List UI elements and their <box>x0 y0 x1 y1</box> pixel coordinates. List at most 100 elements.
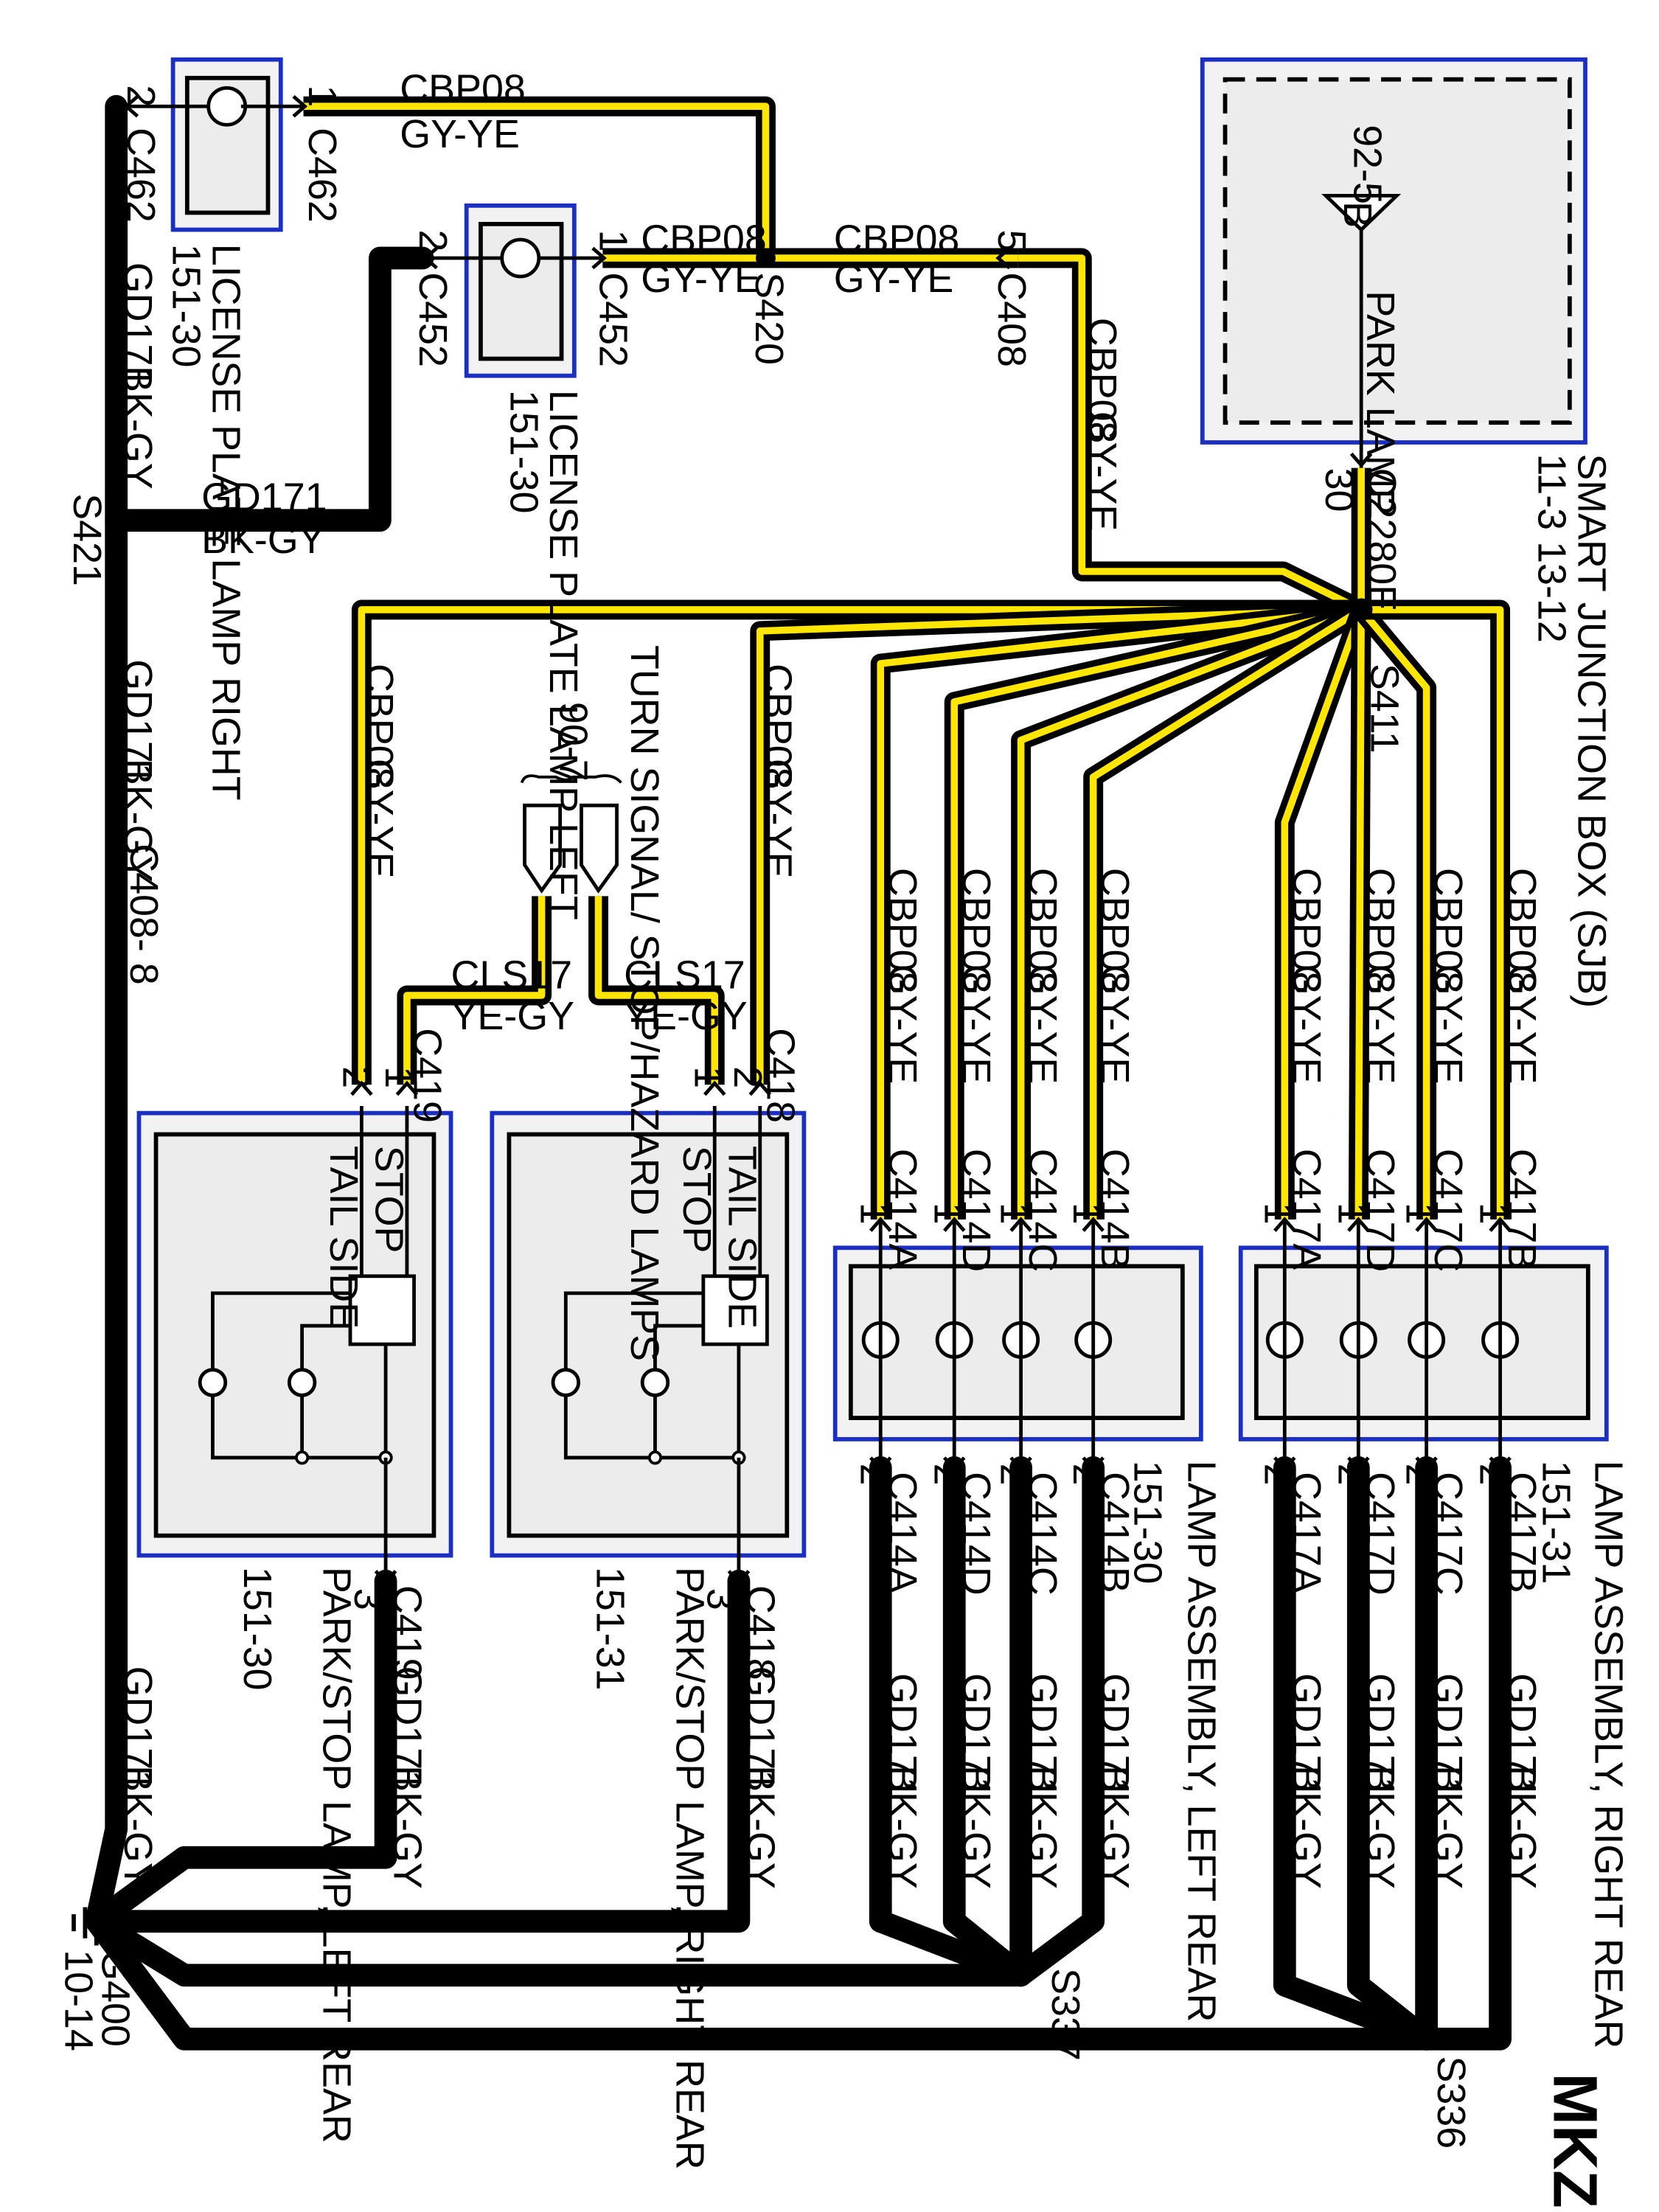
conn-c417a-bot: C417A <box>1284 1472 1329 1593</box>
pin-c462-2: 2 <box>119 85 163 107</box>
pin-c417c-2: 2 <box>1398 1464 1442 1486</box>
asm-rr-name: LAMP ASSEMBLY, RIGHT REAR <box>1586 1461 1630 2049</box>
wire-label-gd-c419: GD171 <box>386 1666 430 1792</box>
wire-label-gyye-c419: GY-YE <box>357 759 401 879</box>
conn-c417d-top: C417D <box>1358 1149 1402 1273</box>
pin-c414a-2: 2 <box>852 1464 896 1486</box>
wire-label-bkgy-left-top: BK-GY <box>116 366 160 490</box>
lp-right-ref: 151-30 <box>164 244 209 368</box>
wire-label-gd-417a: GD171 <box>1284 1673 1329 1799</box>
wire-label-gd-414a: GD171 <box>880 1673 925 1799</box>
wire-label-yegy-right: YE-GY <box>624 994 748 1038</box>
wire-label-gyye-c408: GY-YE <box>1080 411 1124 532</box>
wire-label-gyye-c418: GY-YE <box>756 759 800 879</box>
license-plate-lamp-left <box>464 203 577 378</box>
park-lr-tail: TAIL SIDE <box>321 1146 366 1329</box>
wire-label-gyye-mid-left: GY-YE <box>641 257 761 301</box>
park-rr-name: PARK/STOP LAMP, RIGHT REAR <box>667 1567 712 2170</box>
pin-c414d-1: 1 <box>925 1203 970 1225</box>
wire-label-bkgy-414c: BK-GY <box>1020 1765 1065 1889</box>
wire-label-gd-414d: GD171 <box>954 1673 998 1799</box>
lamp-assembly-left-rear <box>832 1245 1203 1441</box>
wire-label-bkgy-left-mid: BK-GY <box>116 759 160 883</box>
assembly-leads <box>125 104 1503 1574</box>
conn-c414b-top: C414B <box>1093 1149 1137 1270</box>
pin-c419-2: 2 <box>334 1066 378 1088</box>
wire-label-gyye-414d: GY-YE <box>954 964 998 1085</box>
wire-label-gyye-mid-right: GY-YE <box>834 257 954 301</box>
pin-c417a-1: 1 <box>1256 1203 1300 1225</box>
pin-c414c-1: 1 <box>992 1203 1037 1225</box>
pin-c417a-2: 2 <box>1256 1464 1300 1486</box>
splice-s337-dot <box>1009 1964 1032 1987</box>
conn-c452: C452 <box>411 272 455 367</box>
wire-label-cbp-top: CBP08 <box>400 66 526 111</box>
wire-label-cbp-414b: CBP08 <box>1093 868 1137 994</box>
wire-label-bkgy-417d: BK-GY <box>1358 1765 1402 1889</box>
wire-label-yegy-left: YE-GY <box>451 994 575 1038</box>
sjb-circuit: PARK LAMP <box>1358 291 1402 515</box>
splice-s411-dot <box>1349 598 1373 622</box>
sjb-diode-ref: 92-5 <box>1346 125 1390 204</box>
wire-label-cbp-414c: CBP08 <box>1020 868 1065 994</box>
ground-name: G400 <box>93 1950 137 2047</box>
asm-rr-ref: 151-31 <box>1534 1461 1578 1585</box>
pin-c414c-2: 2 <box>992 1464 1037 1486</box>
pin-c417d-2: 2 <box>1329 1464 1374 1486</box>
splice-s420: S420 <box>747 272 791 365</box>
splice-s336: S336 <box>1429 2056 1473 2149</box>
wire-label-bkgy-c418: BK-GY <box>738 1765 782 1889</box>
wire-label-bkgy-417b: BK-GY <box>1500 1765 1544 1889</box>
pin-c414b-1: 1 <box>1065 1203 1109 1225</box>
sjb-box <box>1200 57 1587 468</box>
conn-c417b-top: C417B <box>1500 1149 1544 1270</box>
wire-label-cbp-c418: CBP08 <box>756 664 800 790</box>
pin-c462-1: 1 <box>300 85 344 107</box>
asm-lr-name: LAMP ASSEMBLY, LEFT REAR <box>1180 1461 1224 2023</box>
wire-label-cbp-417b: CBP08 <box>1500 868 1544 994</box>
pin-c418-3: 3 <box>699 1588 743 1610</box>
conn-c414d-bot: C414D <box>954 1472 998 1596</box>
wire-label-cbp-417c: CBP08 <box>1426 868 1470 994</box>
conn-c462: C462 <box>119 128 163 223</box>
turn-ref: 90-7 <box>552 702 596 782</box>
park-lr-name: PARK/STOP LAMP, LEFT REAR <box>314 1567 358 2143</box>
conn-c414a-top: C414A <box>880 1149 925 1270</box>
conn-c414d-top: C414D <box>954 1149 998 1273</box>
sjb-pin: 30 <box>1317 468 1361 512</box>
wire-label-bkgy-414a: BK-GY <box>880 1765 925 1889</box>
model-title: MKZ <box>1541 2073 1611 2208</box>
wire-label-cls-left: CLS17 <box>451 953 573 997</box>
conn-c408-8: C408- 8 <box>122 844 166 985</box>
wire-label-bkgy-s421: BK-GY <box>201 518 325 562</box>
wire-label-gyye-top: GY-YE <box>400 112 520 156</box>
lp-left-name: LICENSE PLATE LAMP LEFT <box>541 390 585 920</box>
wire-label-bkgy-c419: BK-GY <box>386 1765 430 1889</box>
wire-label-bkgy-417a: BK-GY <box>1284 1765 1329 1889</box>
park-lr-stop: STOP <box>367 1146 411 1253</box>
sjb-diode-letter: B <box>1335 201 1380 228</box>
wire-label-cbp-mid-right: CBP08 <box>834 217 960 261</box>
asm-lr-ref: 151-30 <box>1125 1461 1169 1585</box>
splice-s420-dot <box>756 248 776 268</box>
pin-c418-2: 2 <box>726 1066 770 1088</box>
wire-label-gyye-414b: GY-YE <box>1093 964 1137 1085</box>
splice-s421: S421 <box>65 493 109 586</box>
conn-c414b-bot: C414B <box>1093 1472 1137 1593</box>
pin-c417b-1: 1 <box>1472 1203 1516 1225</box>
wire-label-gd-left-bot: GD171 <box>116 1666 160 1792</box>
wire-label-cbp-c408: CBP08 <box>1080 318 1124 444</box>
turn-name: TURN SIGNAL/ STOP/HAZARD LAMPS <box>622 645 667 1361</box>
pin-c417c-1: 1 <box>1398 1203 1442 1225</box>
conn-c414c-bot: C414C <box>1020 1472 1065 1596</box>
splice-s336-dot <box>1415 2028 1438 2051</box>
turn-signal-lamps-symbol <box>520 774 622 894</box>
connector-chevrons <box>105 94 1512 1585</box>
wire-label-gyye-414a: GY-YE <box>880 964 925 1085</box>
park-rr-tail: TAIL SIDE <box>720 1146 764 1329</box>
conn-c417b-bot: C417B <box>1500 1472 1544 1593</box>
conn-c414a-bot: C414A <box>880 1472 925 1593</box>
conn-c418-bot: C418 <box>738 1585 782 1680</box>
pin-c418-1: 1 <box>686 1066 730 1088</box>
